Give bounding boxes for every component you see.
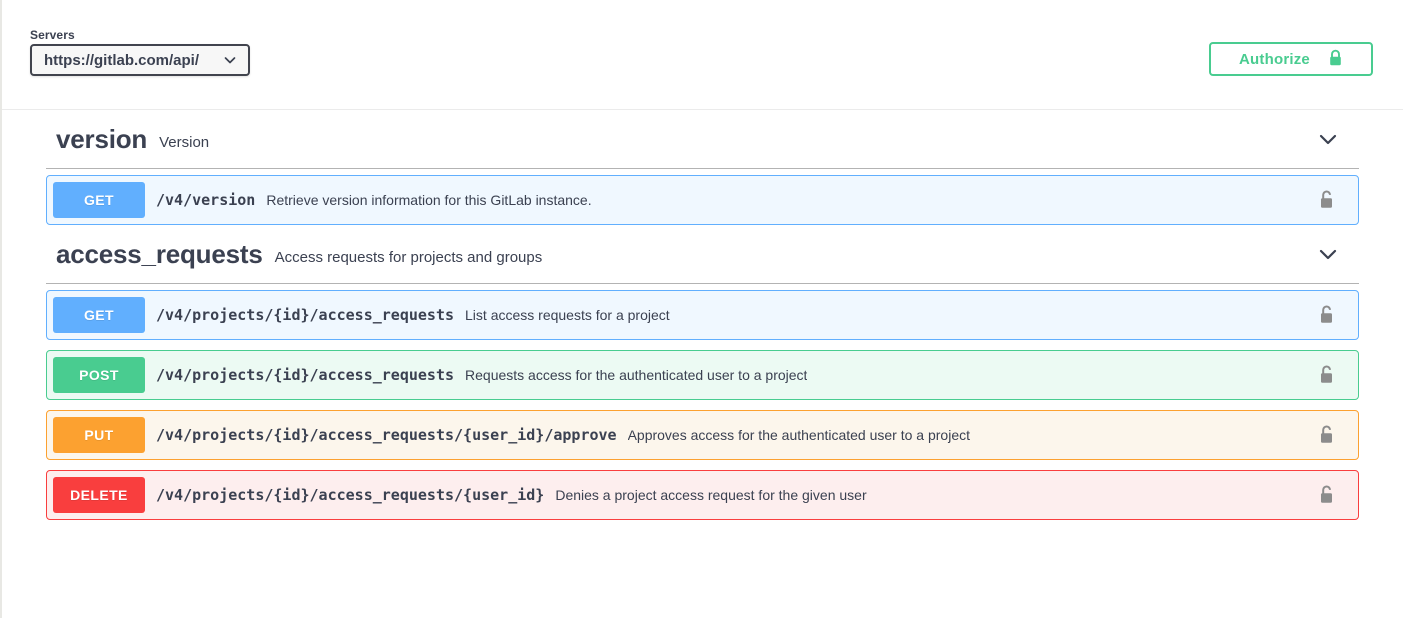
operation-method-badge: GET: [53, 297, 145, 333]
lock-open-icon[interactable]: [1318, 425, 1336, 446]
operation-row[interactable]: POST /v4/projects/{id}/access_requests R…: [46, 350, 1359, 400]
tag-description: Version: [159, 133, 210, 151]
operation-summary: Approves access for the authenticated us…: [627, 427, 970, 443]
operation-row[interactable]: PUT /v4/projects/{id}/access_requests/{u…: [46, 410, 1359, 460]
operation-path: /v4/projects/{id}/access_requests/{user_…: [156, 426, 617, 444]
tag-title: access_requests: [56, 238, 263, 269]
scheme-bar: Servers https://gitlab.com/api/ Authoriz…: [2, 0, 1403, 110]
tag-title: version: [56, 123, 148, 154]
tag-divider: [46, 283, 1359, 284]
tag-header-access-requests[interactable]: access_requests Access requests for proj…: [32, 225, 1373, 283]
authorize-button-label: Authorize: [1239, 50, 1310, 68]
operation-row[interactable]: DELETE /v4/projects/{id}/access_requests…: [46, 470, 1359, 520]
tag-section-access-requests: access_requests Access requests for proj…: [32, 225, 1373, 520]
operation-path: /v4/projects/{id}/access_requests: [156, 366, 455, 384]
server-select[interactable]: https://gitlab.com/api/: [30, 44, 250, 76]
lock-closed-icon: [1328, 49, 1343, 70]
operation-path: /v4/version: [156, 191, 256, 209]
operation-path: /v4/projects/{id}/access_requests/{user_…: [156, 486, 545, 504]
api-sections: version Version GET /v4/version Retrieve…: [2, 110, 1403, 520]
operation-method-badge: DELETE: [53, 477, 145, 513]
operation-summary: Denies a project access request for the …: [555, 487, 867, 503]
operation-path: /v4/projects/{id}/access_requests: [156, 306, 455, 324]
operation-row[interactable]: GET /v4/version Retrieve version informa…: [46, 175, 1359, 225]
chevron-down-icon: [222, 52, 238, 68]
lock-open-icon[interactable]: [1318, 190, 1336, 211]
lock-open-icon[interactable]: [1318, 365, 1336, 386]
lock-open-icon[interactable]: [1318, 305, 1336, 326]
tag-section-version: version Version GET /v4/version Retrieve…: [32, 110, 1373, 225]
operation-row[interactable]: GET /v4/projects/{id}/access_requests Li…: [46, 290, 1359, 340]
server-select-value: https://gitlab.com/api/: [44, 51, 200, 69]
operation-summary: List access requests for a project: [465, 307, 670, 323]
tag-divider: [46, 168, 1359, 169]
servers-block: Servers https://gitlab.com/api/: [30, 28, 250, 76]
chevron-down-icon[interactable]: [1315, 126, 1341, 152]
operations-list-access-requests: GET /v4/projects/{id}/access_requests Li…: [32, 290, 1373, 520]
operation-summary: Requests access for the authenticated us…: [465, 367, 808, 383]
lock-open-icon[interactable]: [1318, 485, 1336, 506]
chevron-down-icon[interactable]: [1315, 241, 1341, 267]
operations-list-version: GET /v4/version Retrieve version informa…: [32, 175, 1373, 225]
tag-description: Access requests for projects and groups: [274, 248, 543, 266]
operation-method-badge: GET: [53, 182, 145, 218]
authorize-wrap: Authorize: [1209, 42, 1373, 76]
operation-method-badge: PUT: [53, 417, 145, 453]
servers-label: Servers: [30, 28, 75, 42]
operation-summary: Retrieve version information for this Gi…: [266, 192, 592, 208]
authorize-button[interactable]: Authorize: [1209, 42, 1373, 76]
tag-header-version[interactable]: version Version: [32, 110, 1373, 168]
operation-method-badge: POST: [53, 357, 145, 393]
